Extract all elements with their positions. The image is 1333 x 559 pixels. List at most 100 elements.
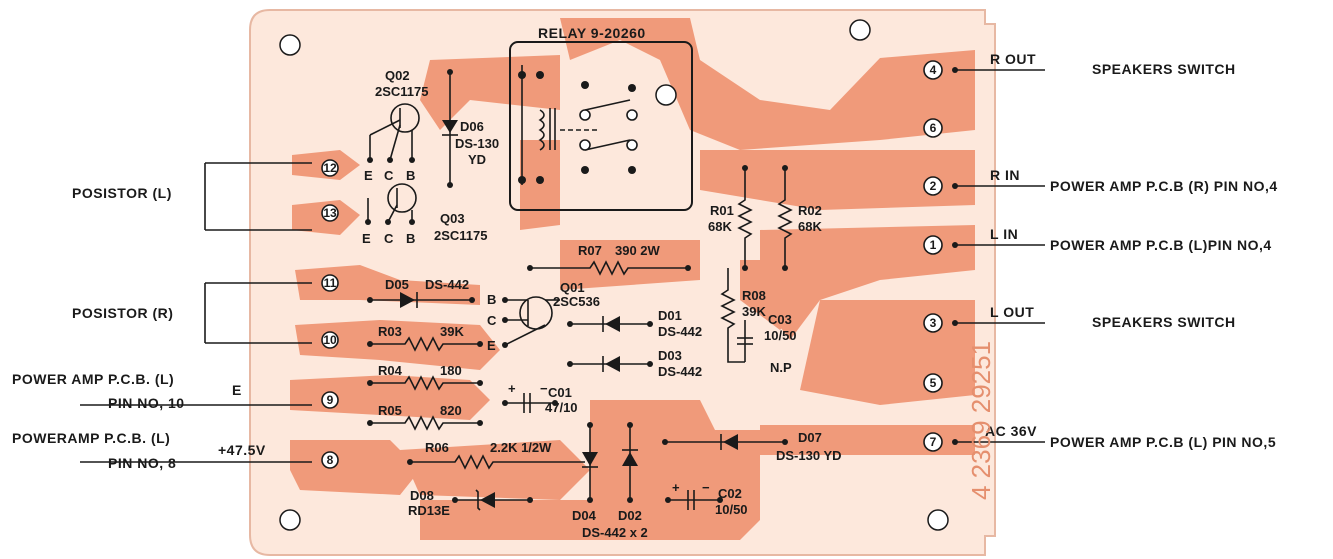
svg-text:12: 12 (323, 161, 337, 175)
svg-text:D04: D04 (572, 508, 597, 523)
resistor-r01: R01 68K (708, 165, 753, 271)
diode-d04: D04 (572, 422, 598, 523)
svg-text:E: E (362, 231, 371, 246)
svg-text:10/50: 10/50 (715, 502, 748, 517)
svg-text:DS-442 x 2: DS-442 x 2 (582, 525, 648, 540)
svg-text:39K: 39K (742, 304, 766, 319)
pin7-signal: AC 36V (985, 423, 1037, 439)
pin-3-pad (923, 313, 943, 333)
pin-12-pad (321, 159, 339, 177)
d06-part: DS-130 (455, 136, 499, 151)
svg-text:180: 180 (440, 363, 462, 378)
right-pads: 4 6 2 1 3 5 7 (923, 60, 1045, 452)
mount-hole (279, 34, 301, 56)
svg-text:D07: D07 (798, 430, 822, 445)
pin9-label-line1: POWER AMP P.C.B. (L) (12, 371, 174, 387)
svg-text:+: + (508, 381, 516, 396)
svg-text:D01: D01 (658, 308, 682, 323)
pin-9-pad (321, 391, 339, 409)
posistor-l-label: POSISTOR (L) (72, 185, 172, 201)
svg-text:39K: 39K (440, 324, 464, 339)
q02-part: 2SC1175 (375, 84, 429, 99)
pin8-label-line1: POWERAMP P.C.B. (L) (12, 430, 170, 446)
svg-text:DS-442: DS-442 (658, 364, 702, 379)
svg-text:820: 820 (440, 403, 462, 418)
pin8-label-line2: PIN NO, 8 (108, 455, 176, 471)
svg-text:N.P: N.P (770, 360, 792, 375)
svg-text:C01: C01 (548, 385, 572, 400)
pin-7-pad (923, 432, 943, 452)
svg-text:B: B (487, 292, 496, 307)
svg-text:DS-130 YD: DS-130 YD (776, 448, 842, 463)
q03-ref: Q03 (440, 211, 465, 226)
d06-suffix: YD (468, 152, 486, 167)
q02-ref: Q02 (385, 68, 410, 83)
svg-text:R04: R04 (378, 363, 403, 378)
svg-text:3: 3 (930, 316, 937, 330)
svg-text:D02: D02 (618, 508, 642, 523)
q03-part: 2SC1175 (434, 228, 488, 243)
relay: RELAY 9-20260 (509, 25, 693, 211)
svg-text:10/50: 10/50 (764, 328, 797, 343)
svg-text:D08: D08 (410, 488, 434, 503)
svg-text:E: E (364, 168, 373, 183)
svg-text:C: C (384, 231, 394, 246)
pin-2-pad (923, 176, 943, 196)
resistor-r05: R05 820 (367, 403, 483, 431)
pin-13-pad (321, 204, 339, 222)
pin7-destination: POWER AMP P.C.B (L) PIN NO,5 (1050, 434, 1276, 450)
diode-d03: D03 DS-442 (567, 348, 702, 379)
board-number: 4 2369 29251 (966, 341, 996, 500)
mount-hole (927, 509, 949, 531)
svg-text:1: 1 (930, 238, 937, 252)
svg-text:−: − (702, 480, 710, 495)
svg-text:E: E (487, 338, 496, 353)
svg-text:2.2K 1/2W: 2.2K 1/2W (490, 440, 552, 455)
pin9-signal: E (232, 382, 242, 398)
svg-text:390 2W: 390 2W (615, 243, 661, 258)
resistor-r03: R03 39K (367, 324, 483, 352)
resistor-r04: R04 180 (367, 363, 483, 391)
svg-text:9: 9 (327, 393, 334, 407)
d05-part: DS-442 (425, 277, 469, 292)
svg-text:47/10: 47/10 (545, 400, 578, 415)
pin2-signal: R IN (990, 167, 1020, 183)
relay-outline (509, 41, 693, 211)
svg-text:R06: R06 (425, 440, 449, 455)
svg-text:5: 5 (930, 376, 937, 390)
pin-8-pad (321, 451, 339, 469)
pin8-signal: +47.5V (218, 442, 266, 458)
pin3-destination: SPEAKERS SWITCH (1092, 314, 1236, 330)
pin4-destination: SPEAKERS SWITCH (1092, 61, 1236, 77)
svg-text:R01: R01 (710, 203, 734, 218)
diode-d02: D02 DS-442 x 2 (582, 422, 648, 540)
svg-text:7: 7 (930, 435, 937, 449)
pin3-signal: L OUT (990, 304, 1034, 320)
d06-ref: D06 (460, 119, 484, 134)
transistor-q03: E C B Q03 2SC1175 (362, 183, 488, 246)
pin-11-pad (321, 274, 339, 292)
svg-text:RD13E: RD13E (408, 503, 450, 518)
transistor-q01: B C E Q01 2SC536 (487, 280, 600, 353)
capacitor-c03: C03 10/50 N.P (737, 312, 797, 375)
capacitor-c01: + − C01 47/10 (502, 381, 578, 415)
relay-label: RELAY 9-20260 (538, 25, 646, 41)
diode-d06: D06 DS-130 YD (442, 69, 499, 188)
diode-d01: D01 DS-442 (567, 308, 702, 339)
diode-d08: D08 RD13E (408, 488, 533, 518)
posistor-r-label: POSISTOR (R) (72, 305, 173, 321)
copper-traces (290, 18, 975, 540)
svg-text:10: 10 (323, 333, 337, 347)
svg-text:C: C (487, 313, 497, 328)
d05-ref: D05 (385, 277, 409, 292)
pin-6-pad (923, 118, 943, 138)
svg-text:B: B (406, 168, 415, 183)
mounting-holes (279, 19, 949, 531)
mount-hole (849, 19, 871, 41)
resistor-r06: R06 2.2K 1/2W (407, 440, 585, 470)
pin1-destination: POWER AMP P.C.B (L)PIN NO,4 (1050, 237, 1272, 253)
pin9-label-line2: PIN NO, 10 (108, 395, 185, 411)
pin4-signal: R OUT (990, 51, 1036, 67)
pin-4-pad (923, 60, 943, 80)
